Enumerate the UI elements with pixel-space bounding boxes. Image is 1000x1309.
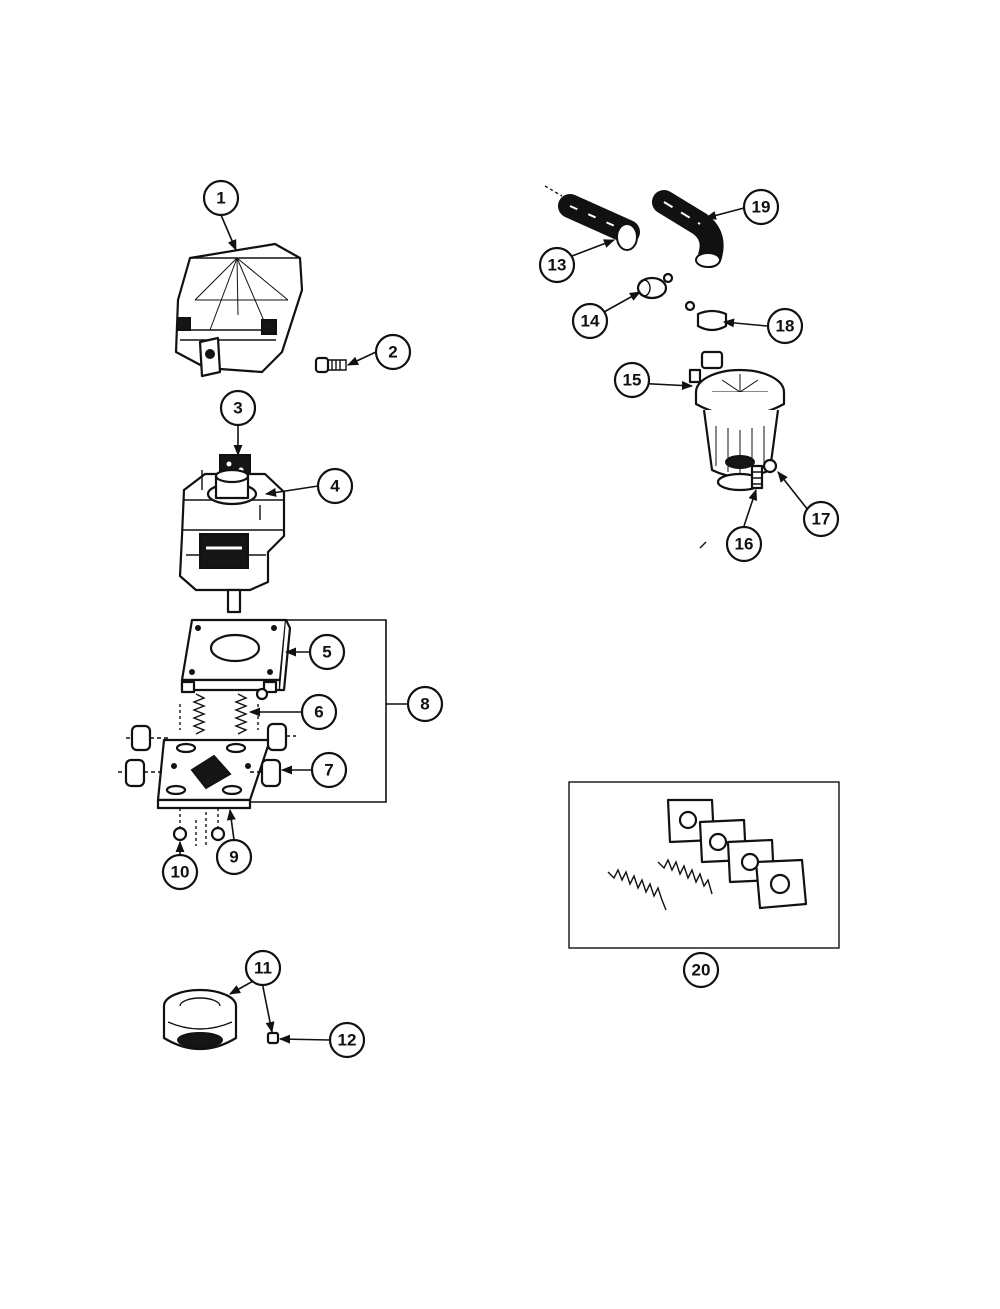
callout-13-label: 13 bbox=[548, 256, 567, 275]
callout-2-label: 2 bbox=[388, 343, 397, 362]
callout-10-label: 10 bbox=[171, 863, 190, 882]
part-12-set-screw bbox=[266, 1031, 280, 1045]
callout-8: 8 bbox=[406, 685, 444, 723]
part-2-screw bbox=[314, 356, 347, 374]
part-10-nuts bbox=[172, 808, 226, 848]
part-14-clamp bbox=[636, 272, 674, 300]
part-19-elbow-hose bbox=[652, 190, 724, 268]
callout-19-label: 19 bbox=[752, 198, 771, 217]
part-9-base-bracket bbox=[156, 738, 272, 810]
callout-18-label: 18 bbox=[776, 317, 795, 336]
callout-16: 16 bbox=[725, 525, 763, 563]
kit-box bbox=[568, 781, 840, 949]
callout-20-label: 20 bbox=[692, 961, 711, 980]
callout-5-label: 5 bbox=[322, 643, 331, 662]
callout-16-label: 16 bbox=[735, 535, 754, 554]
callout-20: 20 bbox=[682, 951, 720, 989]
part-16-screw bbox=[750, 464, 764, 490]
callout-9-label: 9 bbox=[229, 848, 238, 867]
part-4-motor bbox=[178, 454, 286, 614]
callout-18: 18 bbox=[766, 307, 804, 345]
callout-8-label: 8 bbox=[420, 695, 429, 714]
callout-9: 9 bbox=[215, 838, 253, 876]
callout-12: 12 bbox=[328, 1021, 366, 1059]
callout-17: 17 bbox=[802, 500, 840, 538]
callout-7: 7 bbox=[310, 751, 348, 789]
part-17-screw bbox=[762, 458, 778, 474]
part-11-pulley bbox=[162, 988, 238, 1050]
bracket-8 bbox=[250, 619, 387, 803]
part-7-isolators bbox=[118, 722, 296, 788]
callout-13: 13 bbox=[538, 246, 576, 284]
part-1-cover bbox=[174, 242, 304, 378]
part-18-clamp bbox=[684, 300, 728, 332]
callout-4: 4 bbox=[316, 467, 354, 505]
callout-2: 2 bbox=[374, 333, 412, 371]
callout-5: 5 bbox=[308, 633, 346, 671]
callout-11: 11 bbox=[244, 949, 282, 987]
callout-6-label: 6 bbox=[314, 703, 323, 722]
callout-1-label: 1 bbox=[216, 189, 225, 208]
part-6-springs bbox=[179, 687, 269, 735]
callout-1: 1 bbox=[202, 179, 240, 217]
callout-7-label: 7 bbox=[324, 761, 333, 780]
callout-14-label: 14 bbox=[581, 312, 600, 331]
callout-6: 6 bbox=[300, 693, 338, 731]
callout-12-label: 12 bbox=[338, 1031, 357, 1050]
callout-15: 15 bbox=[613, 361, 651, 399]
leader-lines bbox=[175, 207, 809, 1044]
callout-11-label: 11 bbox=[254, 959, 272, 978]
mark bbox=[699, 541, 707, 549]
callout-19: 19 bbox=[742, 188, 780, 226]
part-13-hose bbox=[544, 185, 640, 251]
callout-14: 14 bbox=[571, 302, 609, 340]
callout-4-label: 4 bbox=[330, 477, 340, 496]
callout-3-label: 3 bbox=[233, 399, 242, 418]
callout-10: 10 bbox=[161, 853, 199, 891]
callout-3: 3 bbox=[219, 389, 257, 427]
callout-17-label: 17 bbox=[812, 510, 831, 529]
callout-15-label: 15 bbox=[623, 371, 642, 390]
part-5-mounting-plate bbox=[180, 618, 292, 694]
part-20-kit bbox=[568, 781, 840, 949]
